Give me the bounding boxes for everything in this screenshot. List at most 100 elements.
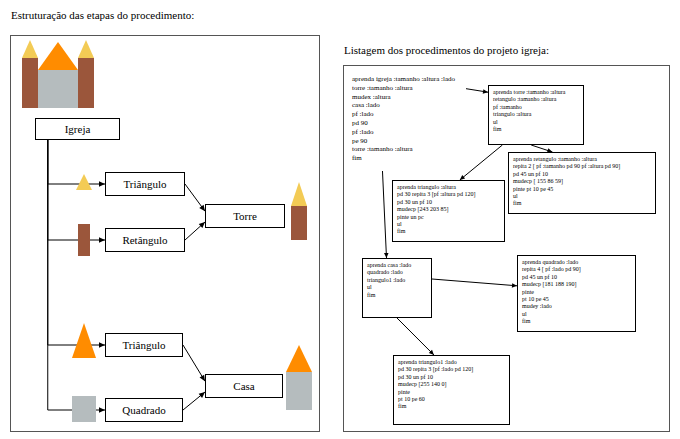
code-box: aprenda quadrado :ladorepita 4 [ pf :lad… — [517, 255, 636, 332]
code-line: pt 10 pe 45 — [522, 296, 549, 303]
code-line: mudex :altura — [352, 93, 391, 102]
code-line: pinte un pc — [397, 214, 424, 221]
grey-square — [72, 396, 96, 422]
main-procedure-code: aprenda igreja :tamanho :altura :lado tor… — [350, 73, 466, 171]
box-label: Triângulo — [123, 339, 166, 351]
code-line: aprenda casa :lado — [367, 262, 411, 269]
code-line: mudecp [243 203 85] — [397, 206, 449, 213]
code-line: pinte — [522, 289, 534, 296]
code-line: pd 90 — [352, 119, 368, 128]
code-line: triangulo :altura — [493, 111, 532, 118]
code-line: pd 30 repita 3 [pf :altura pd 120] — [397, 191, 475, 198]
code-line: mudecp [ 155 86 59] — [513, 178, 563, 185]
code-line: pinte — [398, 389, 410, 396]
connector-line — [531, 145, 552, 152]
connector-arrow — [382, 171, 388, 258]
connector-arrow — [466, 89, 488, 94]
code-line: aprenda torre :tamanho :altura — [493, 89, 565, 96]
code-line: pt 10 pe 60 — [398, 396, 425, 403]
procedure-box: Igreja — [35, 118, 120, 140]
connector-arrow — [48, 140, 105, 413]
church-picture — [22, 40, 94, 108]
connector-line — [185, 222, 205, 240]
code-line: mudecp [255 140 0] — [398, 381, 447, 388]
code-line: ul — [522, 311, 527, 318]
code-line: pe 90 — [352, 137, 367, 146]
code-line: aprenda quadrado :lado — [522, 259, 578, 266]
procedure-box: Triângulo — [105, 333, 183, 357]
code-line: aprenda triangulo1 :lado — [398, 359, 457, 366]
code-line: casa :lado — [352, 101, 380, 110]
connector-line — [382, 171, 386, 258]
box-label: Casa — [233, 380, 254, 392]
code-line: pf :tamanho — [493, 104, 522, 111]
connector-arrow — [183, 392, 205, 410]
procedure-box: Quadrado — [105, 398, 183, 422]
code-line: mudecp [181 188 190] — [522, 281, 577, 288]
code-box: aprenda triangulo1 :ladopd 30 repita 3 [… — [393, 355, 510, 425]
box-label: Triângulo — [124, 178, 167, 190]
code-line: mudey :lado — [522, 303, 552, 310]
code-line: ul — [513, 193, 518, 200]
code-line: pd 45 un pf 10 — [522, 274, 557, 281]
connector-arrow — [183, 345, 205, 381]
procedure-box: Casa — [205, 374, 283, 398]
code-box: aprenda casa :ladoquadrado :ladotriangul… — [362, 258, 432, 318]
code-line: aprenda triangulo :altura — [397, 184, 456, 191]
code-line: pd 45 un pf 10 — [513, 171, 548, 178]
procedure-box: Torre — [205, 204, 285, 228]
code-line: pf :lado — [352, 128, 374, 137]
code-line: pf :lado — [352, 110, 374, 119]
code-line: retangulo :tamanho :altura — [493, 96, 556, 103]
connector-line — [397, 318, 434, 355]
connector-arrow — [48, 140, 105, 187]
procedure-box: Triângulo — [105, 172, 185, 196]
box-label: Retângulo — [122, 234, 167, 246]
code-line: repita 2 [ pf :tamanho pd 90 pf :altura … — [513, 163, 620, 170]
code-line: triangulo1 :lado — [367, 277, 405, 284]
code-line: repita 4 [ pf :lado pd 90] — [522, 266, 581, 273]
connector-arrow — [48, 140, 105, 243]
small-rectangle — [78, 224, 90, 256]
code-box: aprenda triangulo :alturapd 30 repita 3 … — [392, 180, 505, 242]
code-line: fim — [493, 126, 501, 133]
connector-arrow — [185, 184, 205, 211]
code-line: pd 30 repita 3 [pf :lado pd 120] — [398, 366, 473, 373]
connector-arrow — [460, 145, 503, 180]
connector-line — [48, 140, 105, 410]
code-line: ul — [397, 221, 402, 228]
connector-arrow — [48, 140, 105, 348]
code-line: pd 30 un pf 10 — [398, 374, 433, 381]
code-line: aprenda igreja :tamanho :altura :lado — [352, 75, 455, 84]
code-line: fim — [398, 403, 406, 410]
code-line: fim — [397, 228, 405, 235]
box-label: Torre — [233, 210, 257, 222]
code-line: aprenda retangulo :tamanho :altura — [513, 156, 597, 163]
code-line: quadrado :lado — [367, 269, 403, 276]
code-line: fim — [513, 200, 521, 207]
code-line: pd 30 un pf 10 — [397, 199, 432, 206]
code-line: fim — [367, 292, 375, 299]
connector-line — [48, 140, 105, 240]
connector-line — [48, 140, 105, 184]
code-line: fim — [352, 154, 362, 163]
house-picture — [286, 345, 312, 410]
connector-arrow — [432, 279, 517, 288]
connector-line — [183, 392, 205, 410]
code-line: ul — [493, 119, 498, 126]
connector-line — [460, 145, 503, 180]
connector-line — [183, 345, 205, 381]
code-line: pinte pt 10 pe 45 — [513, 186, 553, 193]
code-line: fim — [522, 318, 530, 325]
code-box: aprenda retangulo :tamanho :alturarepita… — [508, 152, 656, 214]
code-line: torre :tamanho :altura — [352, 145, 413, 154]
box-label: Quadrado — [122, 404, 165, 416]
connector-line — [48, 140, 105, 345]
connector-line — [185, 184, 205, 211]
connector-arrow — [397, 318, 434, 355]
listing-panel: Listagem dos procedimentos do projeto ig… — [343, 65, 670, 432]
code-line: ul — [367, 284, 372, 291]
box-label: Igreja — [65, 123, 91, 135]
code-box: aprenda torre :tamanho :alturaretangulo … — [488, 85, 584, 145]
small-triangle — [76, 174, 92, 190]
